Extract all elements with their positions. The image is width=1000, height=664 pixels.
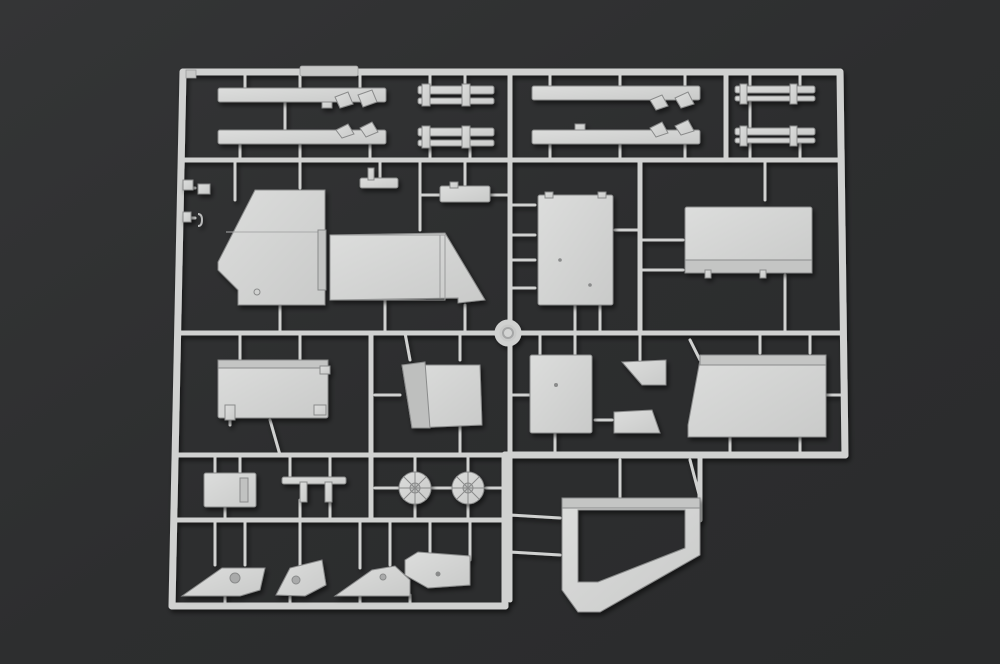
- part-panel-center-top: [537, 191, 614, 306]
- part-strip-top-left-1: [217, 87, 387, 109]
- kit-parts: [180, 83, 827, 613]
- part-wedge-bottom-3: [333, 565, 411, 597]
- part-hinge-pair-right: [734, 83, 816, 147]
- part-small-bits-left: [182, 179, 211, 227]
- part-strip-top-right-2: [531, 119, 701, 145]
- part-wedge-2: [613, 409, 661, 434]
- part-strip-top-left-2: [217, 121, 387, 145]
- part-block-bottom-2: [275, 559, 327, 597]
- part-hull-front-large: [687, 354, 827, 438]
- sprue-code-tab: [185, 65, 359, 79]
- part-bar-bottom: [281, 476, 347, 503]
- part-wheel-2: [451, 471, 485, 505]
- part-hull-side-mid: [329, 232, 486, 304]
- part-small-bracket-2: [439, 181, 491, 203]
- part-panel-small-center: [529, 354, 593, 434]
- part-panel-right-top: [684, 206, 813, 279]
- part-open-frame: [561, 497, 701, 613]
- part-wedge-bottom-1: [180, 567, 266, 597]
- sprue-frame: [168, 68, 849, 610]
- part-block-bottom-4: [404, 551, 471, 589]
- part-wedge-1: [620, 359, 667, 386]
- part-panel-left-mid: [217, 359, 331, 421]
- part-hinge-pair-top: [417, 83, 495, 149]
- part-hull-side-left: [217, 189, 327, 306]
- part-small-plate-bottom-left: [203, 472, 257, 508]
- part-strip-top-right-1: [531, 85, 701, 111]
- part-wheel-1: [398, 471, 432, 505]
- part-armor-plate-angled: [401, 361, 483, 429]
- part-small-bracket-1: [359, 167, 399, 189]
